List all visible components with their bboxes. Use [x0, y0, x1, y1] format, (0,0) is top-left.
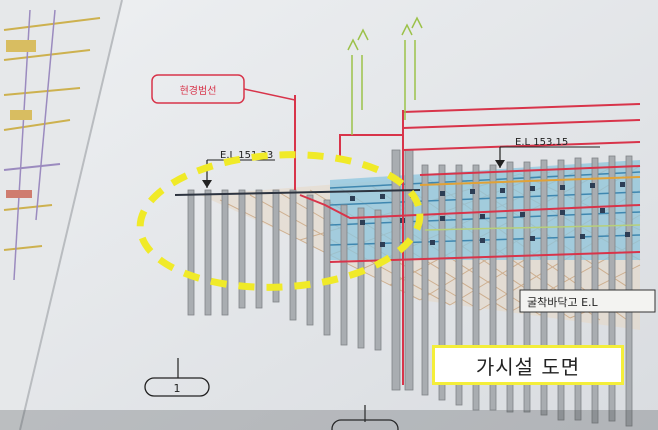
- elevation-left-text: E.L 151.33: [220, 150, 273, 161]
- section-mark-text: 1: [174, 382, 181, 395]
- left-overlapping-sheet: [0, 0, 123, 430]
- label-box-text: 현경범선: [180, 84, 217, 97]
- highlight-ellipse: [136, 151, 424, 291]
- label-box-leader: [243, 88, 296, 101]
- section-mark-2: [331, 405, 399, 430]
- caption-box: 가시설 도면: [432, 345, 624, 385]
- elevation-right-text: E.L 153.15: [515, 137, 568, 148]
- ground-line: [174, 189, 421, 196]
- orange-line: [419, 176, 641, 186]
- section-mark: 1: [144, 358, 210, 397]
- bottom-label-box: [519, 289, 656, 313]
- strut-nodes: [350, 182, 630, 247]
- bottom-label-text: 굴착바닥고 E.L: [527, 296, 599, 309]
- elevation-marker-right: E.L 153.15: [495, 137, 600, 168]
- green-annotations: [347, 16, 641, 231]
- caption-text: 가시설 도면: [475, 354, 581, 379]
- photo-edge-shadow: [0, 410, 658, 430]
